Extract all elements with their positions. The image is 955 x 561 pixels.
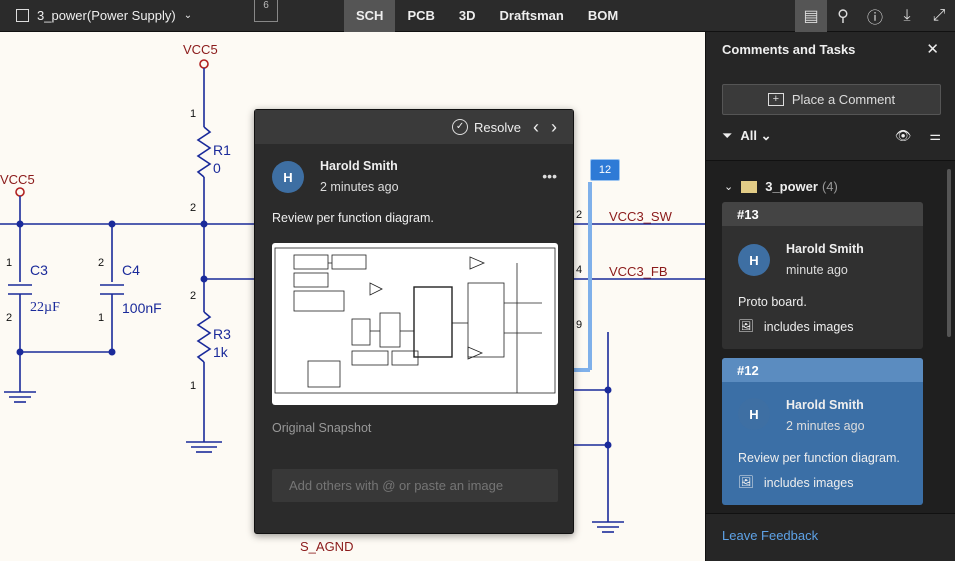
comments-list: ⌄ 3_power (4) #13 H Harold Smith minute …	[706, 160, 955, 514]
info-icon[interactable]: ⓘ	[866, 10, 883, 27]
tab-draftsman[interactable]: Draftsman	[499, 8, 564, 23]
close-icon[interactable]: ✕	[926, 41, 939, 58]
scrollbar[interactable]	[947, 169, 951, 337]
tab-bom[interactable]: BOM	[587, 8, 619, 23]
net-label-vcc5-left: VCC5	[0, 172, 35, 187]
pin-number: 2	[576, 209, 583, 221]
c3-designator: C3	[30, 262, 48, 278]
comment-time: minute ago	[786, 263, 848, 277]
comment-marker-12[interactable]: 12	[590, 159, 620, 181]
r3-value: 1k	[213, 344, 228, 360]
image-icon: 🖼	[738, 319, 754, 333]
filter-icon: ⏷	[722, 128, 733, 143]
comments-panel: Comments and Tasks ✕ + Place a Comment ⏷ A…	[705, 32, 955, 561]
reply-input[interactable]	[272, 469, 558, 502]
more-options-icon[interactable]: •••	[542, 168, 557, 184]
comment-text: Review per function diagram.	[738, 451, 900, 465]
net-label-vcc5: VCC5	[183, 42, 218, 57]
comment-card-13[interactable]: #13 H Harold Smith minute ago Proto boar…	[722, 202, 923, 349]
comment-id: #12	[722, 358, 923, 382]
includes-images: includes images	[763, 475, 854, 490]
group-name: 3_power	[765, 179, 818, 194]
tab-sch[interactable]: SCH	[344, 0, 396, 32]
net-label-vcc3-fb: VCC3_FB	[609, 264, 668, 279]
comment-card-12[interactable]: #12 H Harold Smith 2 minutes ago Review …	[722, 358, 923, 505]
function-diagram-image	[274, 247, 556, 394]
document-icon	[16, 9, 29, 22]
pin-number: 1	[6, 257, 13, 269]
pin-number: 2	[190, 202, 197, 214]
author-name: Harold Smith	[320, 159, 398, 173]
pin-number: 1	[190, 380, 197, 392]
net-label-vcc3-sw: VCC3_SW	[609, 209, 672, 224]
comment-text: Proto board.	[738, 295, 807, 309]
tab-3d[interactable]: 3D	[458, 8, 476, 23]
download-icon[interactable]: ⤓	[903, 7, 911, 24]
project-name: 3_power(Power Supply)	[37, 8, 176, 23]
c3-value: 22µF	[30, 300, 60, 315]
avatar: H	[272, 161, 304, 193]
chevron-down-icon: ⌄	[724, 181, 734, 193]
top-bar: 3_power(Power Supply) ⌄ 6 SCH PCB 3D Dra…	[0, 0, 955, 32]
pin-number: 1	[98, 312, 105, 324]
search-icon[interactable]: ⚲	[837, 8, 849, 25]
r1-designator: R1	[213, 142, 231, 158]
chevron-down-icon: ⌄	[183, 10, 193, 21]
pin-number: 1	[190, 108, 197, 120]
includes-images: includes images	[763, 319, 854, 334]
c4-value: 100nF	[122, 300, 162, 316]
schematic-canvas[interactable]: VCC5 VCC5 R1 0 R3 1k C3 22µF C4 100nF VC…	[0, 32, 705, 561]
pin-number: 2	[6, 312, 13, 324]
avatar: H	[738, 398, 770, 430]
resolve-button[interactable]: ✓ Resolve	[452, 119, 521, 135]
pin-number: 2	[98, 257, 105, 269]
place-comment-label: Place a Comment	[791, 92, 896, 107]
eye-icon[interactable]: 👁	[894, 128, 912, 143]
pin-number: 9	[576, 319, 583, 331]
next-icon[interactable]: ›	[551, 116, 557, 137]
c4-designator: C4	[122, 262, 140, 278]
filter-value: All	[740, 128, 758, 143]
group-header[interactable]: ⌄ 3_power (4)	[724, 179, 838, 194]
snapshot-image[interactable]	[272, 243, 558, 405]
panel-title: Comments and Tasks	[722, 41, 856, 57]
settings-sliders-icon[interactable]: ⚌	[929, 128, 941, 143]
add-comment-icon: +	[767, 93, 784, 106]
comment-time: 2 minutes ago	[786, 419, 865, 433]
comments-icon[interactable]: ▤	[795, 0, 827, 32]
schematic-wires	[0, 59, 705, 533]
pin-number: 2	[190, 290, 197, 302]
r1-value: 0	[213, 160, 221, 176]
filter-dropdown[interactable]: All ⌄	[740, 128, 772, 143]
r3-designator: R3	[213, 326, 231, 342]
comment-popup: ✓ Resolve ‹ › H Harold Smith 2 minutes ag…	[254, 109, 574, 534]
check-circle-icon: ✓	[452, 119, 469, 135]
project-selector[interactable]: 3_power(Power Supply) ⌄	[16, 8, 192, 23]
author-name: Harold Smith	[786, 398, 864, 412]
place-comment-button[interactable]: + Place a Comment	[722, 84, 941, 115]
snapshot-label: Original Snapshot	[272, 421, 372, 435]
comment-time: 2 minutes ago	[320, 180, 399, 194]
folder-icon	[741, 180, 758, 193]
pin-number: 4	[576, 264, 583, 276]
previous-icon[interactable]: ‹	[533, 116, 539, 137]
resolve-label: Resolve	[474, 119, 521, 135]
leave-feedback-link[interactable]: Leave Feedback	[722, 528, 819, 543]
fullscreen-icon[interactable]: ⤢	[932, 7, 946, 24]
image-icon: 🖼	[738, 475, 754, 489]
group-count: (4)	[821, 179, 838, 194]
author-name: Harold Smith	[786, 242, 864, 256]
tab-pcb[interactable]: PCB	[407, 8, 435, 23]
avatar: H	[738, 244, 770, 276]
comment-text: Review per function diagram.	[272, 211, 434, 225]
comment-count-marker[interactable]: 6	[254, 0, 278, 22]
net-label-s-agnd: S_AGND	[300, 539, 354, 554]
comment-id: #13	[722, 202, 923, 226]
